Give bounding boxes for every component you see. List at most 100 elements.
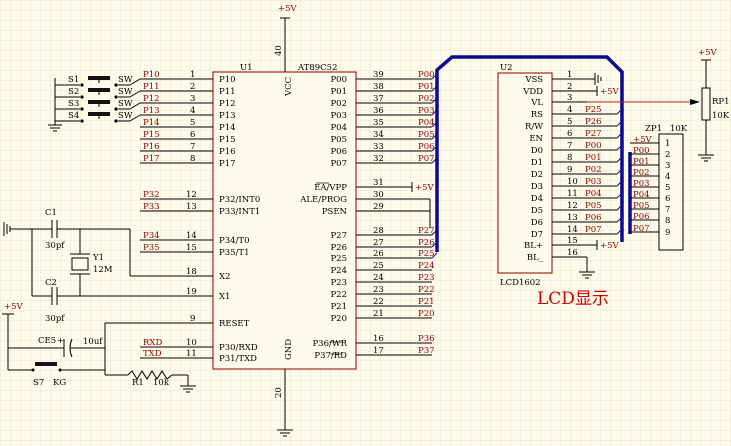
mcu-pin-name: P07	[330, 159, 347, 169]
reset-supply: +5V	[4, 302, 24, 312]
mcu-pin-number: 33	[373, 142, 384, 152]
mcu-part: AT89C52	[297, 63, 337, 73]
mcu-pin-number: 26	[373, 249, 384, 259]
zp1-value: 10K	[670, 124, 688, 134]
lcd-net-label: P27	[585, 129, 602, 139]
mcu-net-label: P13	[143, 106, 160, 116]
lcd-net-label: P01	[585, 153, 602, 163]
crystal-ref: Y1	[92, 253, 104, 263]
zp1-ref: ZP1	[645, 124, 662, 134]
mcu-vcc-supply: +5V	[278, 4, 298, 14]
lcd-pin-number: 1	[567, 70, 572, 80]
mcu-pin-name: P31/TXD	[219, 354, 257, 364]
lcd-pin-16[interactable]: BL_16	[527, 248, 587, 263]
mcu-pin-number: 14	[186, 231, 197, 241]
mcu-ref: U1	[240, 63, 253, 73]
potentiometer-rp1[interactable]: +5V RP1 10K	[690, 48, 730, 162]
zp1-net-label: P06	[633, 212, 650, 222]
mcu-pin-number: 1	[190, 70, 195, 80]
mcu-pin-number: 22	[373, 297, 384, 307]
mcu-pin-number: 7	[190, 142, 195, 152]
mcu-body[interactable]	[212, 71, 357, 370]
switch-label: SW	[118, 87, 133, 97]
mcu-pin-number: 21	[373, 309, 384, 319]
mcu-pin-number: 9	[190, 314, 195, 324]
mcu-net-label: P10	[143, 70, 160, 80]
mcu-net-label: P04	[418, 118, 435, 128]
lcd-body[interactable]	[497, 72, 553, 274]
mcu-net-label: P21	[418, 297, 435, 307]
mcu-pin-number: 11	[186, 349, 197, 359]
lcd-pin-15[interactable]: BL+15+5V	[524, 236, 620, 251]
mcu-pin-name: P27	[330, 231, 347, 241]
mcu-net-label: P34	[143, 231, 160, 241]
switch-label: SW	[118, 75, 133, 85]
lcd-vss-ground	[587, 73, 602, 85]
zp1-net-label: +5V	[633, 135, 653, 145]
